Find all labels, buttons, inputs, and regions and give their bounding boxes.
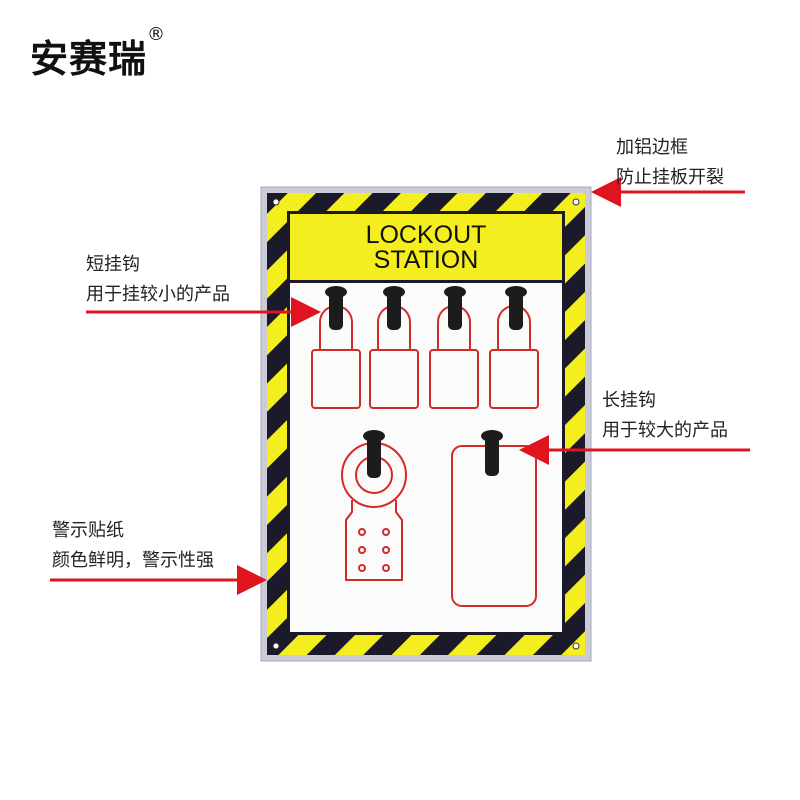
long-hook (481, 430, 503, 476)
annotation-line: 用于较大的产品 (602, 420, 728, 441)
annotation-short-hook: 短挂钩 用于挂较小的产品 (86, 250, 230, 310)
annotation-line: 用于挂较小的产品 (86, 284, 230, 305)
long-hook (363, 430, 385, 478)
short-hook (325, 286, 347, 330)
annotation-line: 短挂钩 (86, 254, 140, 275)
annotation-line: 警示贴纸 (52, 520, 124, 541)
brand-name: 安赛瑞 (30, 37, 148, 81)
annotation-arrows (50, 177, 750, 595)
short-hook (444, 286, 466, 330)
title-line2: STATION (374, 246, 479, 274)
brand-logo: 安赛瑞® (30, 24, 166, 83)
short-hook (383, 286, 405, 330)
white-panel (290, 283, 562, 632)
title-panel (290, 214, 562, 280)
annotation-line: 颜色鲜明，警示性强 (52, 550, 214, 571)
annotation-long-hook: 长挂钩 用于较大的产品 (602, 386, 728, 446)
short-hook (505, 286, 527, 330)
annotation-line: 加铝边框 (616, 137, 688, 158)
annotation-line: 长挂钩 (602, 390, 656, 411)
annotation-sticker: 警示贴纸 颜色鲜明，警示性强 (52, 516, 214, 576)
annotation-line: 防止挂板开裂 (616, 167, 724, 188)
title-line1: LOCKOUT (366, 221, 487, 249)
annotation-frame: 加铝边框 防止挂板开裂 (616, 133, 724, 193)
registered-mark: ® (147, 24, 167, 45)
hooks (325, 286, 527, 478)
